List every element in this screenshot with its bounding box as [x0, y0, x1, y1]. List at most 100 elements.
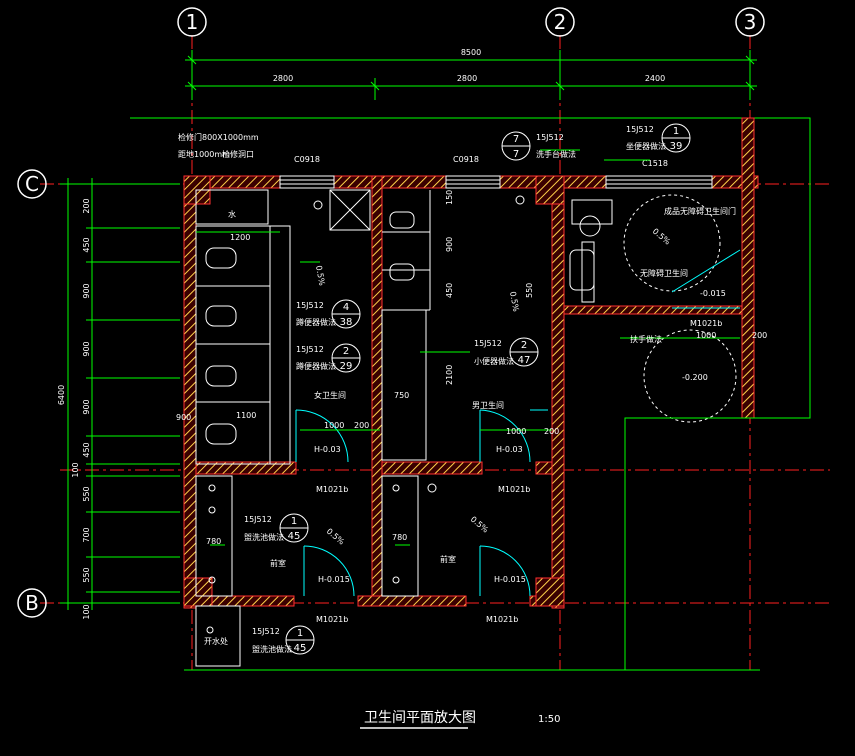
- dim-left-2: 450: [82, 237, 91, 252]
- dim-left-1: 200: [82, 198, 91, 213]
- note-basin: 洗手台做法: [536, 149, 576, 159]
- ref1-top: 7: [513, 134, 519, 145]
- ref5-top: 2: [521, 340, 527, 351]
- drawing-scale: 1:50: [538, 714, 560, 725]
- room-female: 女卫生间: [314, 390, 346, 400]
- stall-partitions: [195, 189, 431, 667]
- slope-1: 0.5%: [314, 265, 326, 287]
- ref5-bottom: 47: [518, 355, 531, 366]
- door-label-2: M1021b: [498, 485, 530, 494]
- slope-2: 0.5%: [508, 291, 520, 313]
- std-label-5: 15J512: [474, 339, 502, 348]
- door-label-4: M1021b: [486, 615, 518, 624]
- window-label-3: C1518: [642, 159, 668, 168]
- dim-left-8: 550: [82, 486, 91, 501]
- dim-left-10: 550: [82, 567, 91, 582]
- slope-3: 0.5%: [325, 527, 347, 547]
- note-urinal: 小便器做法: [474, 356, 514, 366]
- door-label-5: M1021b: [690, 319, 722, 328]
- room-shaft: 水: [228, 209, 236, 219]
- room-accessible: 无障碍卫生间: [640, 268, 688, 278]
- windows: [279, 175, 713, 189]
- std-label-3: 15J512: [296, 301, 324, 310]
- room-front-left: 前室: [270, 558, 286, 568]
- inner-dim-g: 780: [206, 537, 221, 546]
- ref2-bottom: 39: [670, 141, 683, 152]
- level-5: -0.015: [700, 289, 726, 298]
- ref1-bottom: 7: [513, 149, 519, 160]
- level-2: H-0.03: [496, 445, 523, 454]
- ref3-top: 4: [343, 302, 349, 313]
- dim-left-4: 900: [82, 341, 91, 356]
- pipe-note-2: 距地1000mm: [178, 149, 230, 159]
- site-outline: [184, 117, 811, 671]
- accessible-fixtures: [569, 199, 613, 303]
- window-label-1: C0918: [294, 155, 320, 164]
- door-label-3: M1021b: [316, 615, 348, 624]
- inner-dim-i: 750: [394, 391, 409, 400]
- slope-4: 0.5%: [469, 515, 491, 535]
- note-squat-1: 蹲便器做法: [296, 317, 336, 327]
- ref7-bottom: 45: [294, 643, 307, 654]
- ref2-top: 1: [673, 126, 679, 137]
- door-circles: [623, 194, 737, 423]
- slope-5: 0.5%: [651, 227, 673, 247]
- axis-label-1: 1: [186, 10, 199, 34]
- ref4-top: 2: [343, 346, 349, 357]
- level-6: -0.200: [682, 373, 708, 382]
- dim-left-3: 900: [82, 283, 91, 298]
- dim-left-7: 100: [71, 462, 80, 477]
- dim-top-seg3: 2400: [645, 74, 665, 83]
- inner-dim-n: 550: [525, 283, 534, 298]
- inner-dim-h: 780: [392, 533, 407, 542]
- walls: [183, 117, 759, 609]
- axis-label-3: 3: [744, 10, 757, 34]
- note-squat-2: 蹲便器做法: [296, 361, 336, 371]
- level-1: H-0.03: [314, 445, 341, 454]
- top-dimensions: [130, 50, 760, 119]
- note-handrail: 扶手做法: [630, 334, 662, 344]
- inner-dim-q: 900: [176, 413, 191, 422]
- ref4-bottom: 29: [340, 361, 353, 372]
- level-4: H-0.015: [494, 575, 526, 584]
- inner-dim-o: 1000: [696, 331, 716, 340]
- axis-label-c: C: [25, 172, 39, 196]
- ref6-top: 1: [291, 516, 297, 527]
- inner-dim-d: 1000: [506, 427, 526, 436]
- inner-dim-f: 200: [544, 427, 559, 436]
- std-label-4: 15J512: [296, 345, 324, 354]
- doors: [295, 249, 741, 597]
- ref-circles: [279, 123, 691, 655]
- dim-total-left: 6400: [57, 385, 66, 405]
- dim-total-top: 8500: [461, 48, 481, 57]
- note-accessible-door: 成品无障碍卫生间门: [664, 206, 736, 216]
- std-label-6: 15J512: [244, 515, 272, 524]
- note-mop-2: 盥洗池做法: [252, 644, 292, 654]
- left-dimensions: [60, 178, 180, 610]
- squat-toilets: [205, 211, 415, 445]
- level-3: H-0.015: [318, 575, 350, 584]
- inner-dim-m: 450: [445, 283, 454, 298]
- dim-left-9: 700: [82, 527, 91, 542]
- inner-dim-k: 150: [445, 190, 454, 205]
- note-mop-1: 盥洗池做法: [244, 532, 284, 542]
- drawing-title: 卫生间平面放大图: [364, 710, 476, 726]
- std-label-1: 15J512: [536, 133, 564, 142]
- ref7-top: 1: [297, 628, 303, 639]
- window-label-2: C0918: [453, 155, 479, 164]
- ref6-bottom: 45: [288, 531, 301, 542]
- dim-left-11: 100: [82, 604, 91, 619]
- room-water: 开水处: [204, 636, 228, 646]
- inner-dim-j: 2100: [445, 365, 454, 385]
- inner-dim-l: 900: [445, 237, 454, 252]
- left-dim-labels: 6400 200 450 900 900 900 450 100 550 700…: [57, 198, 91, 619]
- ref3-bottom: 38: [340, 317, 353, 328]
- std-label-7: 15J512: [252, 627, 280, 636]
- note-sit-toilet: 坐便器做法: [626, 141, 666, 151]
- dim-top-seg2: 2800: [457, 74, 477, 83]
- room-front-right: 前室: [440, 554, 456, 564]
- axis-bubbles: [17, 7, 765, 618]
- inner-dim-p: 200: [752, 331, 767, 340]
